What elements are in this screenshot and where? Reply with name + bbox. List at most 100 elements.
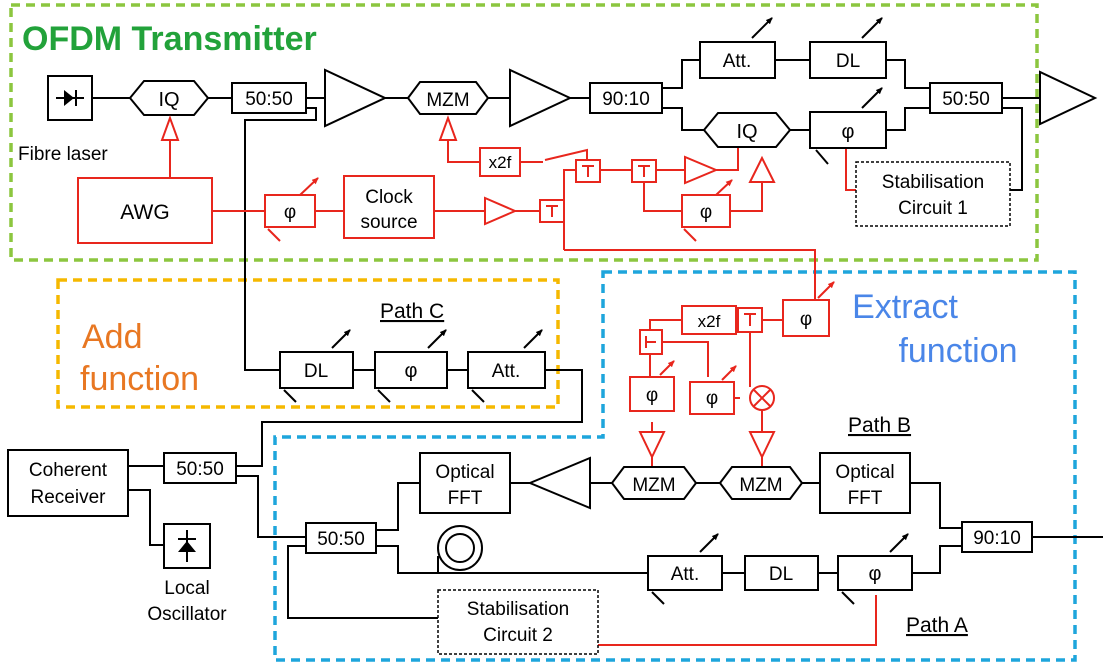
phase-shifter-extract-mid-adjust-icon [721, 365, 737, 381]
amplifier-2 [509, 68, 573, 128]
attenuator-c-adjust-icon [523, 329, 543, 349]
phase-shifter-tx-adjust-icon [861, 87, 883, 109]
stabilisation-circuit-2 [437, 589, 599, 655]
rf-splitter-1-glyph [546, 205, 558, 217]
add-title-line2: function [80, 360, 199, 398]
phase-shifter-clock-adjust-icon [299, 177, 319, 196]
stabilisation-circuit-2-line2: Circuit 2 [483, 625, 553, 646]
rf-splitter-2-glyph [582, 165, 594, 177]
phase-shifter-a-tick [841, 591, 855, 605]
frequency-doubler-extract [681, 305, 737, 335]
attenuator-a-tick [651, 591, 665, 605]
clock-source-line1: Clock [365, 187, 413, 208]
path-b-label: Path B [848, 414, 911, 437]
coupler-50-50-tx-label: 50:50 [245, 89, 293, 110]
rf-splitter-extract-glyph [744, 313, 756, 326]
coherent-receiver-line2: Receiver [31, 487, 107, 508]
stabilisation-circuit-1 [855, 161, 1011, 227]
coherent-receiver-box [7, 449, 129, 517]
coupler-50-50-extract-label: 50:50 [317, 529, 365, 550]
clock-source-box [343, 175, 435, 239]
stabilisation-circuit-1-line2: Circuit 1 [898, 198, 968, 219]
rf-driver-extract-right [748, 431, 776, 460]
extract-title-line2: function [898, 332, 1017, 370]
transmitter-title: OFDM Transmitter [22, 20, 317, 58]
phase-shifter-extract-mid [689, 381, 735, 415]
attenuator-a [647, 555, 723, 591]
frequency-doubler-extract-label: x2f [698, 312, 721, 331]
clock-source-line2: source [360, 212, 417, 233]
frequency-doubler-tx-label: x2f [489, 153, 512, 172]
mzm-tx [406, 81, 490, 115]
iq-modulator-2-label: IQ [736, 121, 757, 143]
frequency-doubler-tx [479, 147, 521, 177]
delay-line-c-tick [283, 389, 297, 403]
phase-shifter-a [837, 555, 913, 591]
awg-box [77, 177, 213, 244]
diode-icon [56, 90, 84, 106]
rf-splitter-extract-2-glyph [645, 336, 656, 348]
phase-shifter-a-label: φ [869, 563, 882, 585]
delay-line-tx-label: DL [836, 51, 860, 72]
awg-label: AWG [120, 201, 169, 224]
phase-shifter-extract-left [629, 376, 675, 412]
phase-shifter-iq [681, 194, 731, 228]
attenuator-c-label: Att. [492, 361, 521, 382]
iq-modulator-2 [702, 112, 792, 148]
amplifier-out [1039, 70, 1098, 126]
phase-shifter-extract-mid-label: φ [706, 388, 718, 409]
delay-line-c-adjust-icon [331, 329, 351, 349]
attenuator-c [467, 351, 546, 389]
extract-region [273, 270, 1077, 662]
iq-modulator-1 [128, 80, 210, 116]
phase-shifter-a-adjust-icon [889, 533, 909, 553]
photodiode-icon [178, 530, 196, 562]
phase-shifter-c-label: φ [405, 360, 418, 382]
phase-shifter-c-tick [377, 389, 391, 403]
attenuator-c-tick [471, 389, 485, 403]
phase-shifter-iq-adjust-icon [715, 179, 733, 196]
delay-line-c [279, 351, 354, 389]
mzm-extract-1-label: MZM [632, 475, 675, 496]
rf-splitter-3-glyph [638, 165, 650, 177]
transmitter-region [9, 3, 1039, 262]
optical-fft-left-line1: Optical [435, 462, 494, 483]
coupler-90-10-tx-label: 90:10 [602, 89, 650, 110]
fibre-laser-label: Fibre laser [18, 144, 108, 165]
phase-shifter-extract-in [782, 299, 830, 337]
stabilisation-circuit-1-line1: Stabilisation [882, 172, 984, 193]
phase-shifter-clock [264, 194, 316, 228]
phase-shifter-c-adjust-icon [427, 329, 447, 349]
add-title-line1: Add [82, 318, 143, 356]
delay-line-a-label: DL [769, 564, 793, 585]
attenuator-a-label: Att. [671, 564, 700, 585]
phase-shifter-iq-tick [683, 228, 697, 242]
phase-shifter-tx-label: φ [842, 121, 855, 143]
coupler-90-10-tx [589, 82, 663, 114]
path-a-label: Path A [906, 614, 968, 637]
phase-shifter-extract-in-adjust-icon [817, 281, 835, 299]
delay-line-tx-adjust-icon [861, 17, 883, 39]
rf-amplifier-clock [484, 196, 518, 226]
attenuator-tx-adjust-icon [751, 17, 773, 39]
optical-fft-left [419, 452, 511, 514]
phase-shifter-clock-label: φ [284, 202, 296, 223]
rf-amplifier-iq [684, 155, 719, 185]
phase-shifter-clock-tick [267, 228, 281, 242]
rf-wires [169, 140, 877, 646]
coupler-50-50-extract [305, 522, 377, 554]
phase-shifter-c [374, 351, 448, 389]
delay-line-tx [809, 41, 887, 79]
extract-title-line1: Extract [852, 288, 958, 326]
stabilisation-circuit-2-line1: Stabilisation [467, 599, 569, 620]
attenuator-tx-label: Att. [723, 51, 752, 72]
mzm-tx-label: MZM [426, 90, 469, 111]
mixer-icon [749, 385, 775, 411]
path-c-label: Path C [380, 300, 444, 323]
rf-driver-triangle [160, 115, 180, 141]
local-oscillator-line1: Local [164, 578, 209, 599]
phase-shifter-extract-in-label: φ [800, 309, 812, 330]
mzm-tx-driver-triangle [438, 115, 458, 141]
rf-amplifier-iq-vertical [748, 155, 776, 183]
